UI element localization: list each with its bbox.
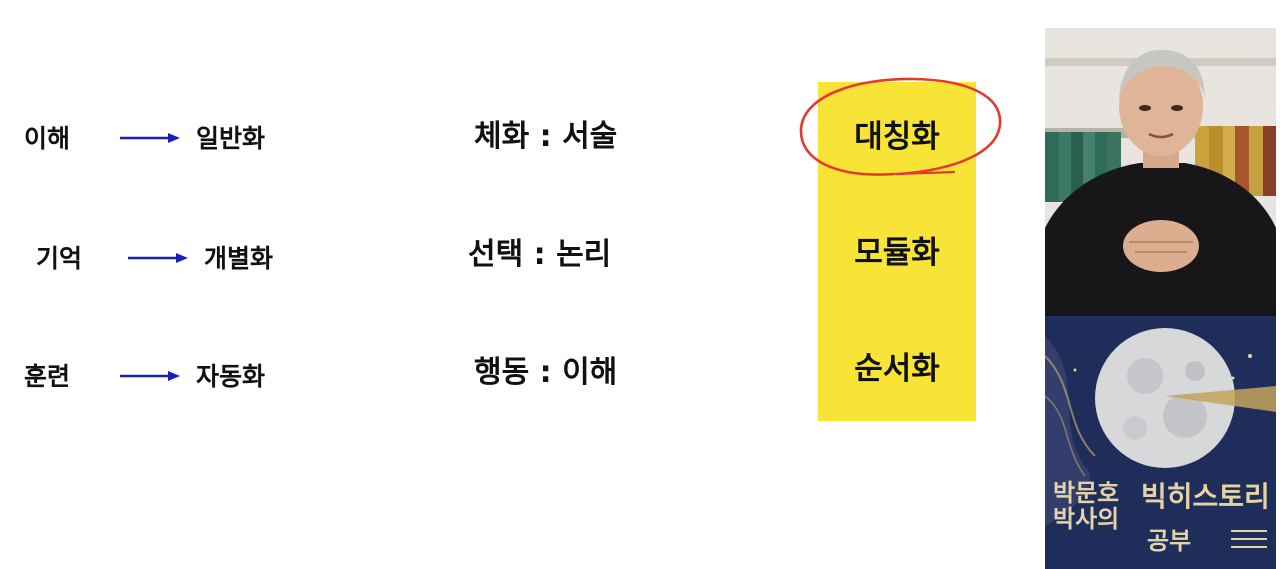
highlight-item-symmetry: 대칭화 [854, 119, 940, 155]
highlight-item-modularity: 모듈화 [854, 235, 940, 271]
book-author: 박문호 박사의 [1053, 478, 1120, 534]
left-row-target: 일반화 [196, 123, 266, 153]
book-cover-art [1045, 316, 1276, 569]
middle-row-1: 체화 : 서술 [474, 119, 618, 154]
book-cover: 박문호 박사의 빅히스토리 공부 [1045, 316, 1276, 569]
highlight-box: 대칭화 모듈화 순서화 [818, 82, 976, 421]
left-row-target: 자동화 [196, 361, 266, 391]
right-arrow-icon [120, 133, 180, 143]
book-title: 빅히스토리 [1141, 480, 1270, 513]
highlight-item-ordering: 순서화 [854, 351, 940, 387]
middle-row-2: 선택 : 논리 [468, 237, 612, 272]
left-row-1: 이해 일반화 [24, 118, 265, 158]
left-row-source: 이해 [24, 123, 71, 153]
left-row-source: 기억 [36, 243, 83, 273]
book-author-line: 박문호 [1053, 478, 1120, 507]
left-row-source: 훈련 [24, 361, 71, 391]
right-arrow-icon [120, 371, 180, 381]
presenter-image [1045, 28, 1276, 318]
left-row-2: 기억 개별화 [24, 238, 273, 278]
presenter-video [1045, 28, 1276, 318]
right-arrow-icon [128, 253, 188, 263]
left-row-3: 훈련 자동화 [24, 356, 265, 396]
middle-row-3: 행동 : 이해 [474, 355, 618, 390]
book-title-2: 공부 [1147, 526, 1192, 555]
left-row-target: 개별화 [204, 243, 274, 273]
book-author-line: 박사의 [1053, 504, 1120, 534]
red-circle-annotation [799, 77, 1002, 176]
